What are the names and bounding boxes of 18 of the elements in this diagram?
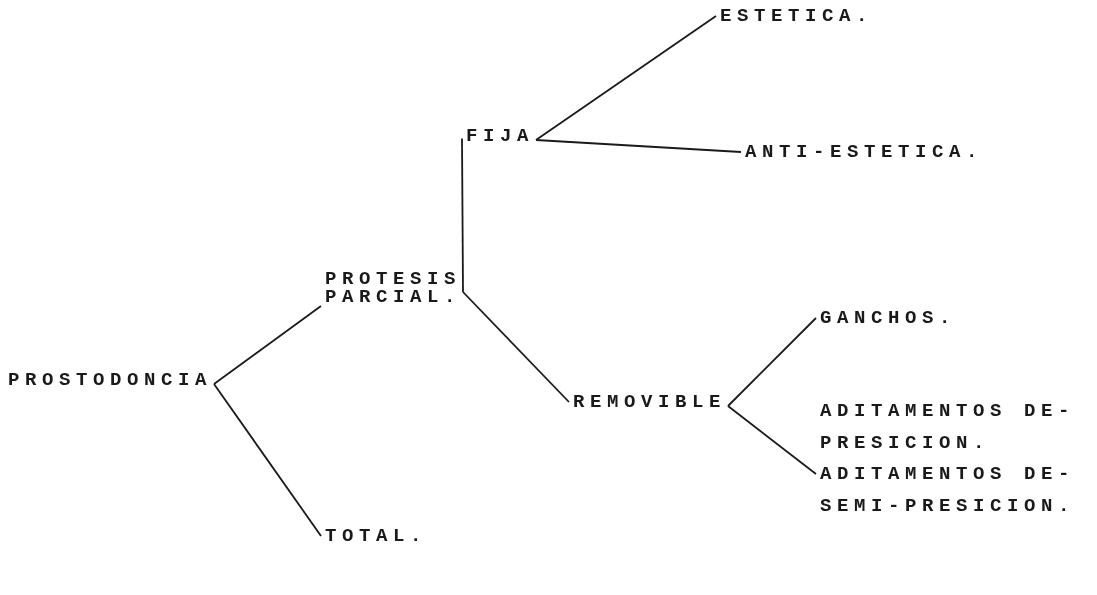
connector-line — [535, 15, 717, 141]
connector-line — [462, 291, 570, 403]
node-label: PROSTODONCIA — [8, 369, 213, 391]
node-label: ADITAMENTOS DE- PRESICION. — [820, 400, 1076, 454]
node-label: ADITAMENTOS DE- SEMI-PRESICION. — [820, 463, 1076, 517]
node-label: FIJA — [466, 125, 534, 147]
node-label: TOTAL. — [325, 525, 427, 547]
connector-line — [535, 139, 742, 153]
node-label: PROTESIS PARCIAL. — [325, 268, 461, 308]
connector-line — [461, 137, 464, 293]
node-label: ESTETICA. — [720, 5, 874, 27]
node-label: ANTI-ESTETICA. — [745, 141, 984, 163]
node-label: GANCHOS. — [820, 307, 956, 329]
connector-line — [213, 305, 322, 385]
node-label: REMOVIBLE — [573, 391, 727, 413]
connector-line — [727, 317, 817, 407]
connector-line — [727, 405, 817, 475]
connector-line — [213, 383, 322, 537]
